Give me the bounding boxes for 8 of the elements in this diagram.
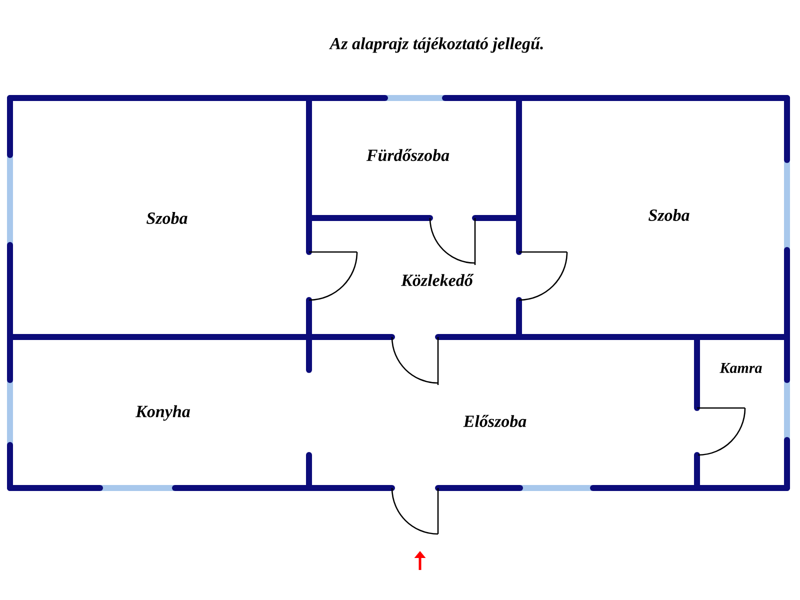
room-label: Szoba (648, 209, 690, 221)
room-label: Közlekedő (401, 274, 474, 286)
title: Az alaprajz tájékoztató jellegű. (328, 37, 543, 53)
room-label: Előszoba (463, 414, 526, 428)
room-label: Konyha (135, 405, 190, 421)
room-label: Szoba (146, 212, 188, 224)
room-label: Kamra (720, 363, 762, 373)
room-label: Fürdőszoba (366, 148, 450, 162)
